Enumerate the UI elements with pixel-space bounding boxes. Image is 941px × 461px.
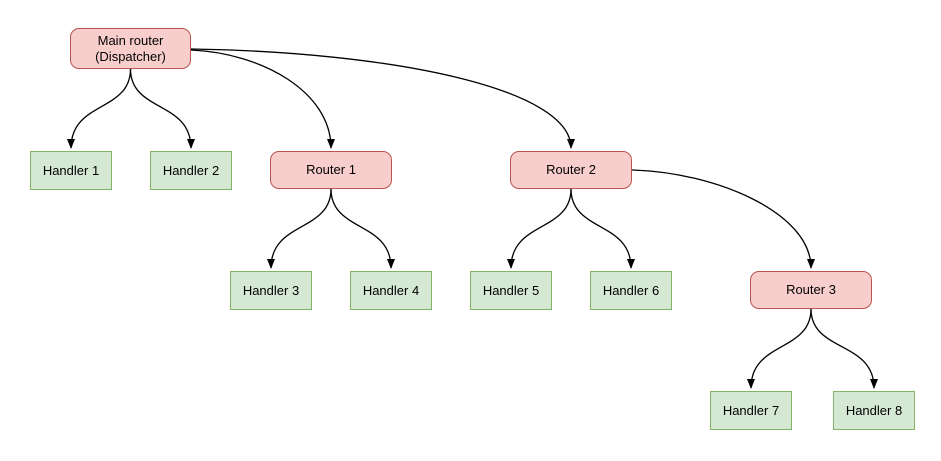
node-main-router: Main router (Dispatcher) — [70, 28, 191, 69]
node-handler-7: Handler 7 — [710, 391, 792, 430]
node-handler-7-label: Handler 7 — [722, 402, 780, 418]
node-handler-1-label: Handler 1 — [42, 162, 100, 178]
node-handler-6: Handler 6 — [590, 271, 672, 310]
node-router-1-label: Router 1 — [306, 162, 356, 177]
node-handler-4: Handler 4 — [350, 271, 432, 310]
edge-main-router-to-handler-1 — [67, 68, 132, 149]
node-handler-5-label: Handler 5 — [482, 282, 540, 298]
node-main-router-label-line1: Main router — [97, 32, 164, 48]
edge-router-1-to-handler-3 — [267, 188, 332, 269]
node-handler-2: Handler 2 — [150, 151, 232, 190]
edge-router-1-to-handler-4 — [330, 188, 395, 269]
edge-router-3-to-handler-7 — [747, 308, 812, 389]
edge-main-router-to-router-1 — [190, 49, 335, 149]
node-router-1: Router 1 — [270, 151, 392, 189]
edge-router-2-to-router-3 — [631, 169, 815, 269]
node-handler-8: Handler 8 — [833, 391, 915, 430]
edge-router-2-to-handler-6 — [570, 188, 635, 269]
node-handler-8-label: Handler 8 — [845, 402, 903, 418]
edge-main-router-to-router-2 — [190, 48, 575, 149]
node-handler-5: Handler 5 — [470, 271, 552, 310]
node-router-3: Router 3 — [750, 271, 872, 309]
node-main-router-label-line2: (Dispatcher) — [95, 48, 166, 64]
node-handler-4-label: Handler 4 — [362, 282, 420, 298]
edge-main-router-to-handler-2 — [129, 68, 195, 149]
node-handler-3-label: Handler 3 — [242, 282, 300, 298]
node-router-2-label: Router 2 — [546, 162, 596, 177]
node-handler-3: Handler 3 — [230, 271, 312, 310]
edge-router-3-to-handler-8 — [810, 308, 878, 389]
node-router-2: Router 2 — [510, 151, 632, 189]
node-handler-6-label: Handler 6 — [602, 282, 660, 298]
node-handler-2-label: Handler 2 — [162, 162, 220, 178]
edge-router-2-to-handler-5 — [507, 188, 572, 269]
node-handler-1: Handler 1 — [30, 151, 112, 190]
node-router-3-label: Router 3 — [786, 282, 836, 297]
